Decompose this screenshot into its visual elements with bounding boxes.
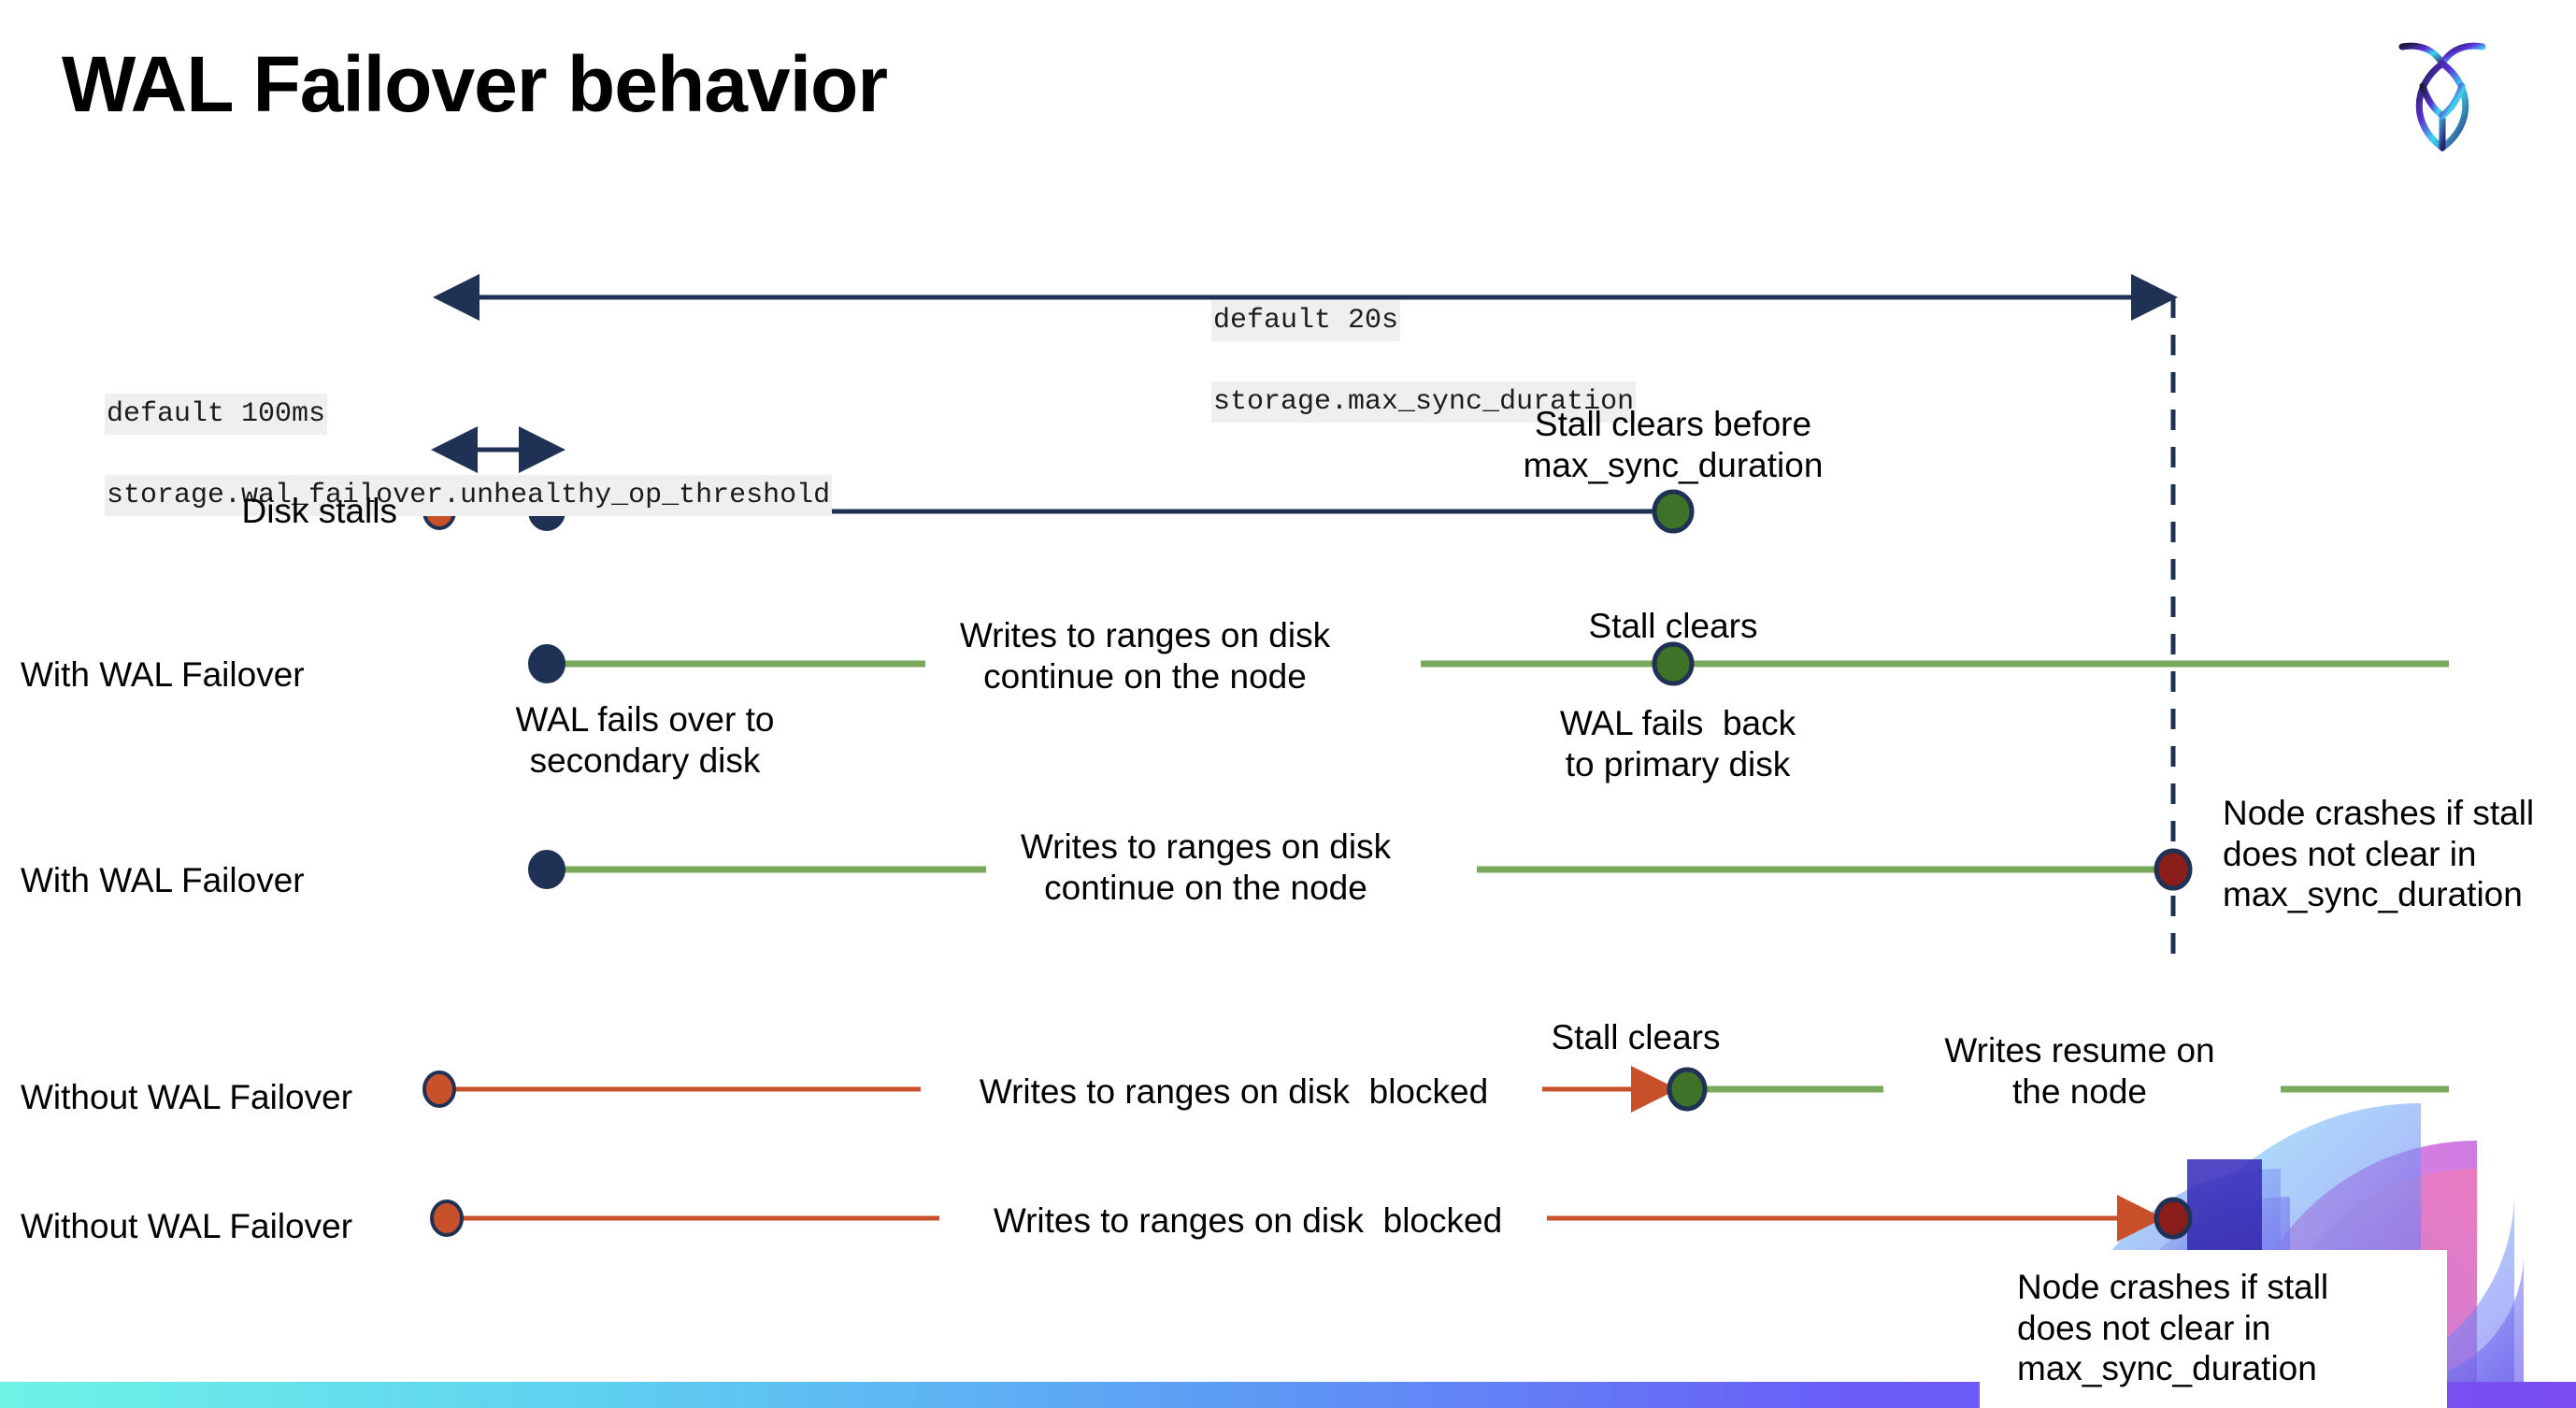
annotation-writes-continue-2: Writes to ranges on disk continue on the… bbox=[1020, 827, 1392, 907]
dot-stall-start bbox=[430, 1200, 464, 1237]
annotation-stall-clears-before: Stall clears before max_sync_duration bbox=[1523, 405, 1824, 484]
dot-stall-clears bbox=[1652, 489, 1695, 534]
max-sync-name-label: storage.max_sync_duration bbox=[1211, 381, 1637, 424]
annotation-writes-blocked-2: Writes to ranges on disk blocked bbox=[993, 1201, 1503, 1240]
annotation-writes-resume: Writes resume on the node bbox=[1944, 1031, 2215, 1111]
row-label-with-wal-failover-2: With WAL Failover bbox=[21, 861, 305, 899]
unhealthy-op-default-label: default 100ms bbox=[105, 393, 328, 436]
row-with-wal-failover-2 bbox=[528, 848, 2193, 891]
dot-wal-fails-over bbox=[528, 850, 565, 889]
dot-stall-clears bbox=[1652, 641, 1695, 686]
annotation-wal-fails-back: WAL fails back to primary disk bbox=[1559, 704, 1796, 783]
node-crash-callout-box bbox=[1980, 1250, 2447, 1408]
max-sync-duration-annotation: default 20s storage.max_sync_duration bbox=[1144, 260, 1637, 463]
dot-stall-start bbox=[422, 1070, 456, 1108]
row-without-wal-failover-1 bbox=[422, 1066, 2449, 1113]
row-with-wal-failover-1 bbox=[528, 641, 2449, 686]
max-sync-default-label: default 20s bbox=[1211, 299, 1401, 342]
annotation-node-crashes-1: Node crashes if stall does not clear in … bbox=[2223, 794, 2535, 914]
row-label-without-wal-failover-2: Without WAL Failover bbox=[21, 1207, 353, 1245]
row-without-wal-failover-2 bbox=[430, 1195, 2193, 1242]
cockroachdb-logo bbox=[2391, 28, 2494, 159]
annotation-stall-clears-1: Stall clears bbox=[1588, 607, 1758, 645]
row-label-without-wal-failover-1: Without WAL Failover bbox=[21, 1078, 353, 1116]
dot-node-crash bbox=[2154, 848, 2193, 891]
page-title: WAL Failover behavior bbox=[62, 40, 888, 128]
unhealthy-op-threshold-annotation: default 100ms storage.wal_failover.unhea… bbox=[37, 353, 833, 556]
row-label-with-wal-failover-1: With WAL Failover bbox=[21, 655, 305, 694]
unhealthy-op-name-label: storage.wal_failover.unhealthy_op_thresh… bbox=[105, 474, 833, 517]
annotation-wal-fails-over: WAL fails over to secondary disk bbox=[515, 700, 775, 780]
annotation-writes-continue-1: Writes to ranges on disk continue on the… bbox=[959, 616, 1331, 696]
dot-stall-clears bbox=[1667, 1067, 1708, 1112]
row-label-disk-stalls: Disk stalls bbox=[241, 492, 397, 530]
annotation-writes-blocked-1: Writes to ranges on disk blocked bbox=[979, 1072, 1489, 1111]
dot-node-crash bbox=[2154, 1197, 2193, 1240]
annotation-stall-clears-2: Stall clears bbox=[1551, 1018, 1721, 1056]
annotation-node-crashes-2: Node crashes if stall does not clear in … bbox=[2017, 1268, 2329, 1388]
dot-wal-fails-over bbox=[528, 644, 565, 683]
